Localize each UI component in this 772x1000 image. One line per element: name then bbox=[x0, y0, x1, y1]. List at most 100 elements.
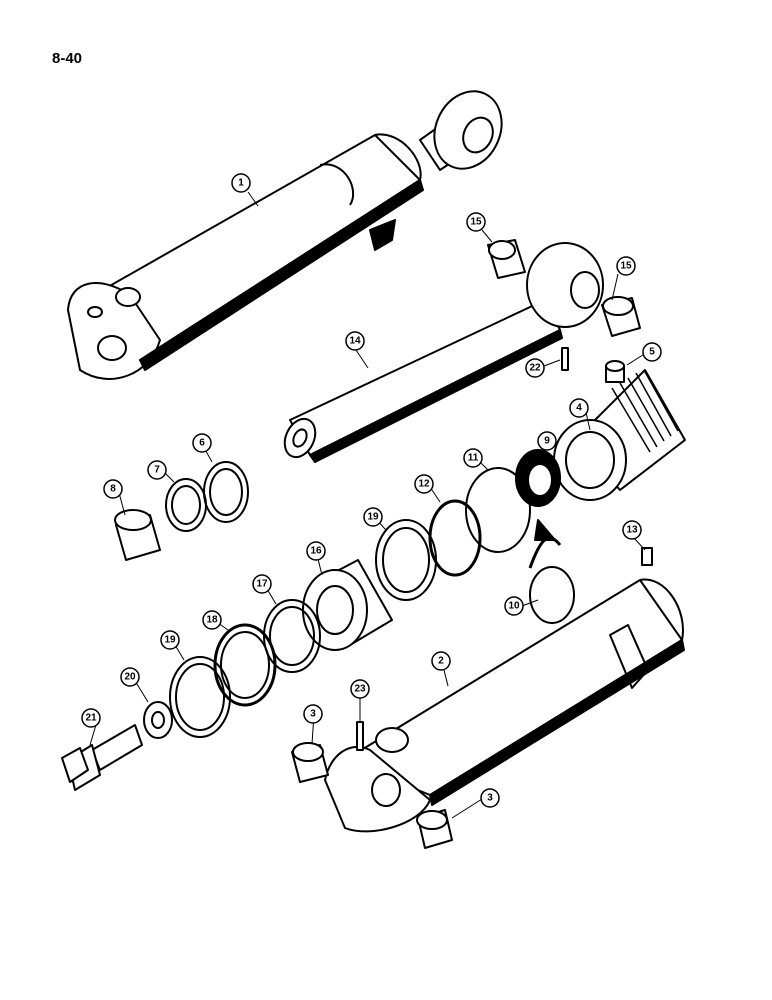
callout-number: 20 bbox=[124, 672, 136, 683]
rod-end-rings-drawing bbox=[114, 461, 249, 561]
callout-group: 1151514522491112678191617181920211310232… bbox=[81, 173, 662, 808]
rod-seal-drawing bbox=[515, 449, 561, 507]
callout-19: 19 bbox=[363, 507, 383, 527]
callout-circle bbox=[569, 398, 589, 418]
callout-6: 6 bbox=[192, 433, 212, 453]
callout-circle bbox=[192, 433, 212, 453]
callout-22: 22 bbox=[525, 358, 545, 378]
callout-19: 19 bbox=[160, 630, 180, 650]
bleeder-screw-drawing bbox=[641, 547, 653, 566]
callout-number: 19 bbox=[164, 635, 176, 646]
callout-circle bbox=[642, 342, 662, 362]
callout-11: 11 bbox=[463, 448, 483, 468]
callout-23: 23 bbox=[350, 679, 370, 699]
callout-number: 11 bbox=[468, 453, 479, 464]
callout-circle bbox=[431, 651, 451, 671]
callout-number: 10 bbox=[508, 601, 520, 612]
callout-18: 18 bbox=[202, 610, 222, 630]
piston-rod-drawing bbox=[283, 242, 604, 463]
callout-circle bbox=[616, 256, 636, 276]
callout-number: 5 bbox=[649, 347, 655, 358]
callout-number: 6 bbox=[199, 438, 205, 449]
callout-number: 16 bbox=[310, 546, 322, 557]
callout-16: 16 bbox=[306, 541, 326, 561]
callout-number: 19 bbox=[367, 512, 379, 523]
callout-17: 17 bbox=[252, 574, 272, 594]
bolt-drawing bbox=[61, 724, 143, 791]
callout-3: 3 bbox=[303, 704, 323, 724]
callout-circle bbox=[414, 474, 434, 494]
callout-circle bbox=[81, 708, 101, 728]
callout-circle bbox=[120, 667, 140, 687]
wear-ring-drawing bbox=[465, 467, 531, 553]
callout-circle bbox=[622, 520, 642, 540]
callout-7: 7 bbox=[147, 460, 167, 480]
callout-9: 9 bbox=[537, 431, 557, 451]
o-ring-drawing bbox=[428, 499, 482, 577]
callout-number: 3 bbox=[487, 793, 493, 804]
callout-15: 15 bbox=[616, 256, 636, 276]
cylinder-head-drawing bbox=[553, 369, 686, 501]
wear-ring-piston-drawing bbox=[169, 656, 231, 738]
backup-ring-drawing bbox=[529, 566, 575, 624]
callout-number: 7 bbox=[154, 465, 160, 476]
callout-number: 15 bbox=[470, 217, 482, 228]
cylinder-barrel-drawing bbox=[324, 578, 685, 833]
callout-4: 4 bbox=[569, 398, 589, 418]
callout-number: 18 bbox=[206, 615, 218, 626]
callout-number: 2 bbox=[438, 656, 444, 667]
callout-circle bbox=[537, 431, 557, 451]
callout-5: 5 bbox=[642, 342, 662, 362]
grease-fitting-barrel-drawing bbox=[356, 721, 364, 751]
callout-number: 14 bbox=[349, 336, 361, 347]
callout-number: 21 bbox=[85, 713, 97, 724]
callout-number: 23 bbox=[354, 684, 366, 695]
seal-drawing bbox=[213, 623, 277, 707]
callout-1: 1 bbox=[231, 173, 251, 193]
callout-number: 22 bbox=[529, 363, 541, 374]
grease-fitting-drawing bbox=[561, 347, 569, 371]
callout-circle bbox=[160, 630, 180, 650]
cylinder-assembly-drawing bbox=[67, 90, 503, 380]
callout-circle bbox=[525, 358, 545, 378]
callout-circle bbox=[103, 479, 123, 499]
callout-circle bbox=[504, 596, 524, 616]
callout-8: 8 bbox=[103, 479, 123, 499]
callout-12: 12 bbox=[414, 474, 434, 494]
callout-13: 13 bbox=[622, 520, 642, 540]
assembly-arrow bbox=[528, 536, 562, 569]
callout-10: 10 bbox=[504, 596, 524, 616]
callout-circle bbox=[147, 460, 167, 480]
callout-2: 2 bbox=[431, 651, 451, 671]
callout-number: 17 bbox=[256, 579, 268, 590]
callout-3: 3 bbox=[480, 788, 500, 808]
callout-circle bbox=[252, 574, 272, 594]
callout-circle bbox=[231, 173, 251, 193]
callout-14: 14 bbox=[345, 331, 365, 351]
callout-circle bbox=[480, 788, 500, 808]
callout-number: 12 bbox=[418, 479, 430, 490]
callout-circle bbox=[466, 212, 486, 232]
callout-circle bbox=[306, 541, 326, 561]
callout-circle bbox=[303, 704, 323, 724]
plug-drawing bbox=[605, 360, 625, 383]
callout-number: 1 bbox=[238, 178, 244, 189]
callout-circle bbox=[345, 331, 365, 351]
callout-circle bbox=[463, 448, 483, 468]
barrel-bushing-drawing bbox=[291, 742, 453, 849]
callout-circle bbox=[202, 610, 222, 630]
callout-21: 21 bbox=[81, 708, 101, 728]
callout-circle bbox=[350, 679, 370, 699]
callout-number: 9 bbox=[544, 436, 550, 447]
ring-drawing bbox=[375, 519, 437, 601]
callout-circle bbox=[363, 507, 383, 527]
callout-number: 3 bbox=[310, 709, 316, 720]
page-number: 8-40 bbox=[52, 50, 83, 67]
callout-number: 4 bbox=[576, 403, 582, 414]
callout-number: 8 bbox=[110, 484, 116, 495]
callout-15: 15 bbox=[466, 212, 486, 232]
bushing-drawing bbox=[487, 239, 641, 337]
washer-drawing bbox=[143, 701, 173, 739]
callout-number: 13 bbox=[626, 525, 638, 536]
